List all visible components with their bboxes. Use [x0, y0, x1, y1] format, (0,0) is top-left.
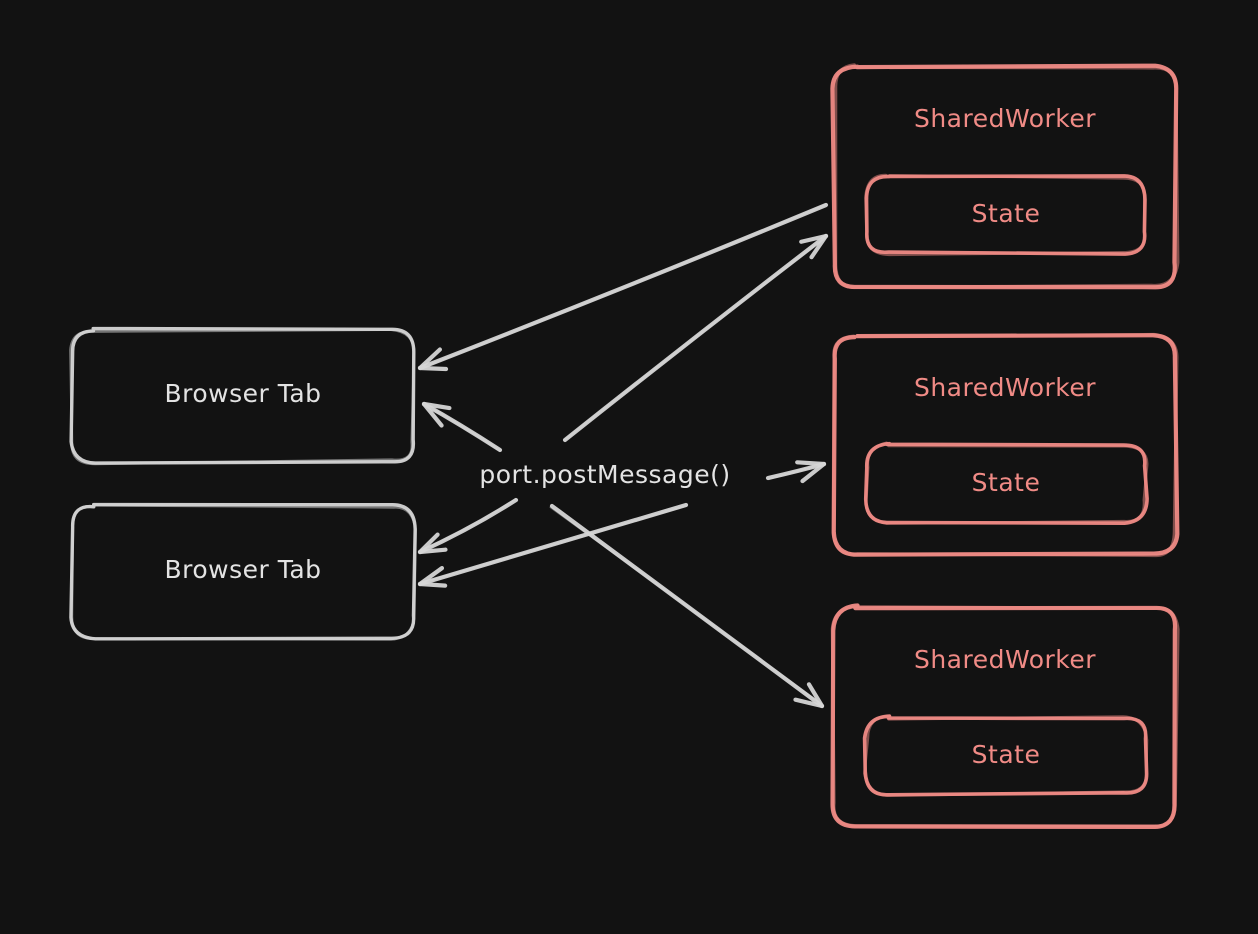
edge-worker1-to-tab1[interactable] [417, 202, 829, 372]
node-inner-box-worker-2-state[interactable] [863, 441, 1149, 525]
node-inner-box-worker-3-state[interactable] [862, 714, 1149, 797]
edge-hub-to-worker3[interactable] [549, 503, 825, 709]
node-inner-box-worker-1-state[interactable] [864, 173, 1147, 257]
node-box-tab-2[interactable] [69, 502, 417, 641]
node-box-tab-1[interactable] [69, 326, 416, 466]
edge-worker2-to-tab2[interactable] [417, 502, 689, 588]
nodes-layer [69, 63, 1180, 830]
edge-hub-to-worker2[interactable] [765, 460, 827, 484]
edge-hub-to-tab1[interactable] [421, 401, 503, 453]
edges-layer [417, 202, 829, 709]
node-box-worker-1[interactable] [830, 63, 1180, 290]
node-box-worker-2[interactable] [831, 332, 1180, 558]
edge-hub-to-worker1[interactable] [562, 233, 829, 443]
edge-hub-to-tab2[interactable] [417, 497, 519, 555]
node-box-worker-3[interactable] [830, 603, 1180, 830]
